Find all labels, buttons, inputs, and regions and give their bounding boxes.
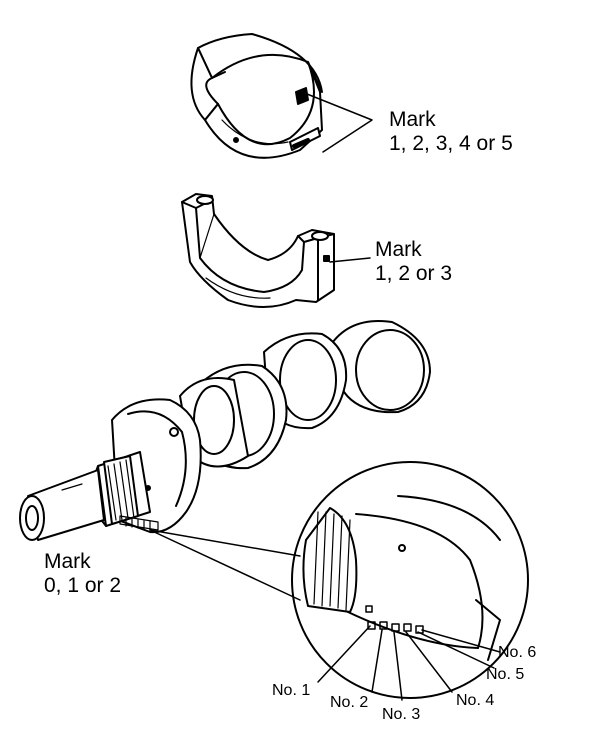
journal-no-6: No. 6 (498, 644, 537, 661)
bearing-shell-mark-title: Mark (389, 108, 436, 131)
detail-magnifier (291, 461, 529, 699)
bearing-cap-mark-values: 1, 2 or 3 (375, 262, 453, 285)
crankshaft-mark-title: Mark (44, 550, 91, 573)
bearing-shell-drawing (190, 33, 323, 159)
journal-no-2: No. 2 (330, 694, 369, 711)
bearing-shell-mark-values: 1, 2, 3, 4 or 5 (389, 132, 513, 155)
journal-no-1: No. 1 (272, 682, 311, 699)
crankshaft-drawing (19, 320, 431, 541)
bearing-cap-drawing (181, 193, 335, 308)
bearing-cap-mark-label: Mark 1, 2 or 3 (375, 238, 452, 286)
crankshaft-mark-label: Mark 0, 1 or 2 (44, 550, 121, 598)
bearing-shell-mark-label: Mark 1, 2, 3, 4 or 5 (389, 108, 513, 156)
journal-no-3: No. 3 (382, 706, 421, 723)
journal-no-4: No. 4 (456, 692, 495, 709)
journal-no-5: No. 5 (486, 666, 525, 683)
leader-lines (149, 93, 501, 701)
crankshaft-mark-values: 0, 1 or 2 (44, 574, 122, 597)
bearing-cap-mark-title: Mark (375, 238, 422, 261)
